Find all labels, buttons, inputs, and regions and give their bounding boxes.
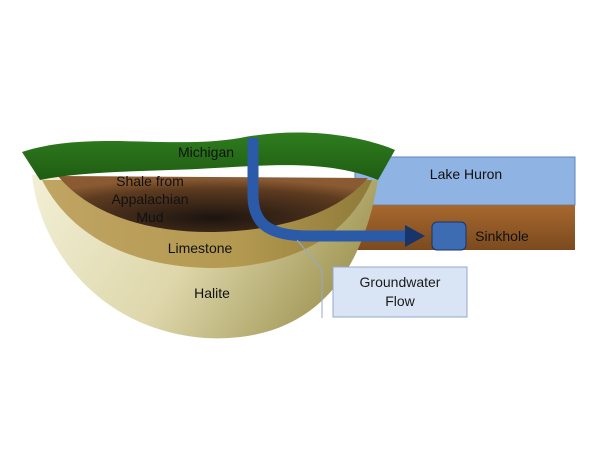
label-lake-huron: Lake Huron (430, 166, 502, 182)
label-shale-line3: Mud (136, 209, 163, 225)
label-halite: Halite (194, 285, 230, 301)
label-michigan: Michigan (178, 144, 234, 160)
sinkhole (431, 221, 467, 251)
groundwater-flow-arrow (247, 138, 408, 242)
label-sinkhole: Sinkhole (475, 228, 529, 244)
groundwater-callout-box (332, 266, 468, 318)
michigan-surface (22, 132, 395, 180)
label-groundwater-line2: Flow (385, 293, 415, 309)
lake-huron (354, 156, 576, 206)
arrow-head (405, 225, 425, 247)
label-shale-line2: Appalachian (111, 191, 188, 207)
label-limestone: Limestone (168, 240, 233, 256)
callout-connector (296, 239, 323, 271)
label-shale-line1: Shale from (116, 173, 184, 189)
shale-layer (58, 176, 368, 233)
label-groundwater-line1: Groundwater (360, 274, 441, 290)
